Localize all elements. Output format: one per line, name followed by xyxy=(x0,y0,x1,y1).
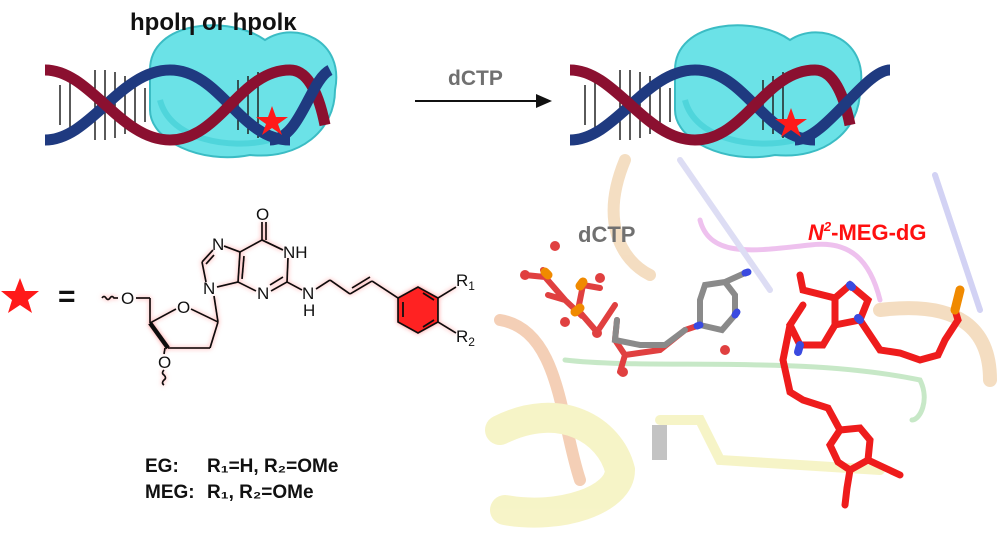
dctp-molecule xyxy=(520,241,752,377)
legend-value: R₁=H, R₂=OMe xyxy=(207,456,339,477)
atom-r2: R2 xyxy=(456,327,475,349)
modified-nucleoside-structure xyxy=(101,222,457,386)
atom-o4: O xyxy=(177,298,190,317)
atom-labels: O N NH N N N H O O O R1 R2 xyxy=(121,205,475,372)
legend-name: MEG: xyxy=(145,482,195,503)
star-icon xyxy=(1,278,39,313)
legend-value: R₁, R₂=OMe xyxy=(207,482,314,503)
atom-o5: O xyxy=(121,289,134,308)
legend-row-eg: EG: R₁=H, R₂=OMe xyxy=(145,456,338,478)
dna-polymerase-complex-left xyxy=(45,25,336,157)
atom-o-carbonyl: O xyxy=(256,205,269,224)
legend-name: EG: xyxy=(145,456,179,477)
dna-polymerase-complex-right xyxy=(570,25,892,157)
adduct-structure-label: N2-MEG-dG xyxy=(808,219,926,245)
adduct-star-icon xyxy=(775,108,807,137)
atom-n1h: NH xyxy=(283,243,308,262)
legend-row-meg: MEG: R₁, R₂=OMe xyxy=(145,482,314,504)
atom-o3: O xyxy=(158,353,171,372)
figure-title: hpolη or hpolκ xyxy=(130,9,297,36)
reaction-arrow xyxy=(415,94,552,108)
adduct-star-icon xyxy=(256,106,288,135)
atom-n7: N xyxy=(212,235,224,254)
atom-n2-h: H xyxy=(303,301,315,320)
dctp-structure-label: dCTP xyxy=(578,222,635,247)
arrow-label: dCTP xyxy=(448,67,503,90)
atom-n2: N xyxy=(302,284,314,303)
n2-meg-dg-molecule xyxy=(779,271,965,509)
atom-r1: R1 xyxy=(456,271,475,293)
crystal-structure-panel: dCTP N2-MEG-dG xyxy=(485,154,997,528)
atom-n9: N xyxy=(203,279,215,298)
atom-n3: N xyxy=(257,284,269,303)
equals-sign: = xyxy=(58,280,76,313)
